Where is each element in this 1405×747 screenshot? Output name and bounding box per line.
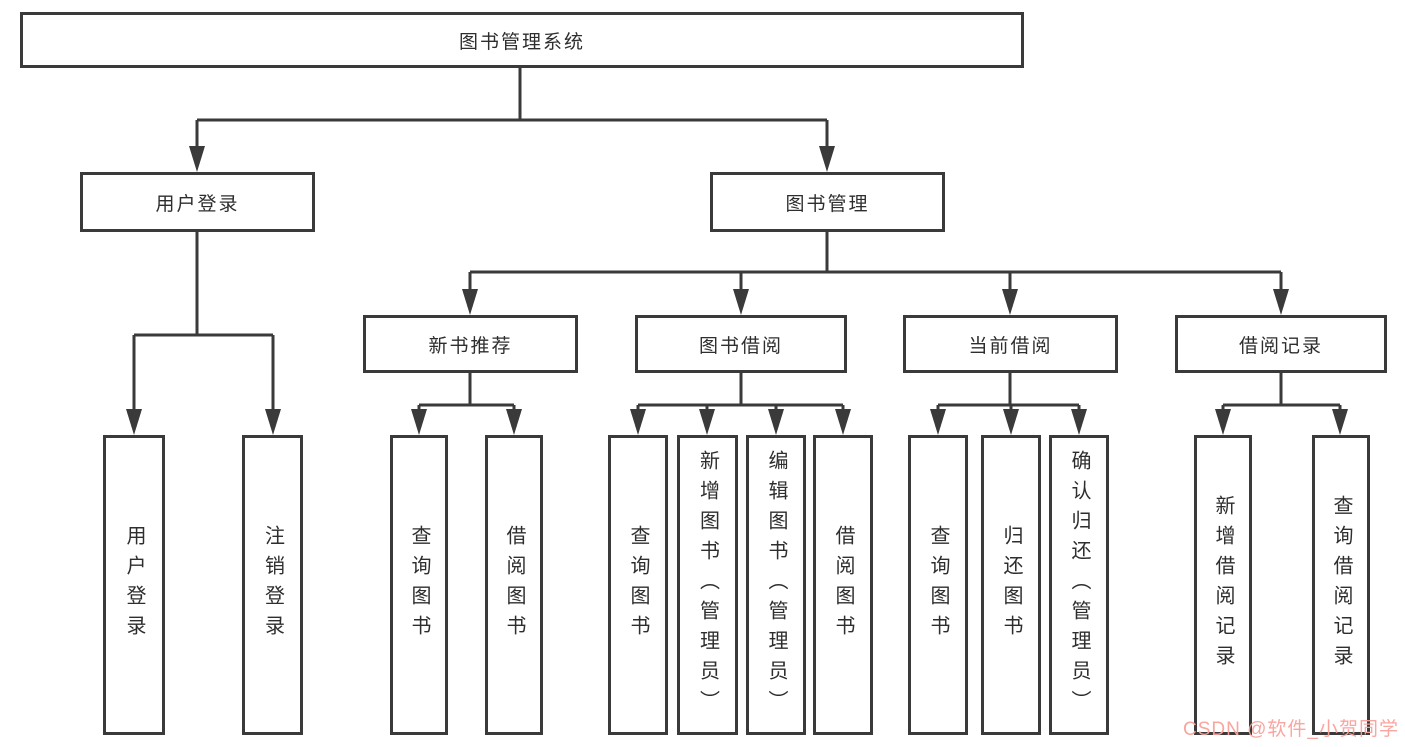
arrow-down-icon [1003, 409, 1019, 435]
arrow-down-icon [1215, 409, 1231, 435]
node-label: 查询借阅记录 [1330, 495, 1352, 675]
node-label: 图书管理系统 [458, 31, 585, 53]
node-label: 注销登录 [261, 525, 284, 645]
leaf-query-books-current: 查询图书 [908, 435, 968, 735]
arrow-down-icon [1002, 289, 1018, 315]
node-label: 用户登录 [155, 193, 240, 215]
leaf-query-books-borrowing: 查询图书 [608, 435, 668, 735]
arrow-down-icon [506, 409, 522, 435]
leaf-user-login: 用户登录 [103, 435, 165, 735]
leaf-borrow-books-borrowing: 借阅图书 [813, 435, 873, 735]
node-label: 新增图书（管理员） [696, 450, 719, 720]
arrow-down-icon [930, 409, 946, 435]
node-borrowing-records: 借阅记录 [1175, 315, 1387, 373]
leaf-return-books: 归还图书 [981, 435, 1041, 735]
node-label: 新书推荐 [428, 335, 513, 357]
leaf-query-borrow-record: 查询借阅记录 [1312, 435, 1370, 735]
leaf-add-books-admin: 新增图书（管理员） [677, 435, 738, 735]
leaf-add-borrow-record: 新增借阅记录 [1194, 435, 1252, 735]
arrow-down-icon [630, 409, 646, 435]
node-new-book-recommend: 新书推荐 [363, 315, 578, 373]
node-label: 图书借阅 [698, 335, 783, 357]
node-label: 当前借阅 [968, 335, 1053, 357]
node-label: 查询图书 [627, 525, 649, 645]
arrow-down-icon [1273, 289, 1289, 315]
watermark: CSDN @软件_小贺同学 [1183, 719, 1399, 740]
node-book-borrowing: 图书借阅 [635, 315, 847, 373]
node-library-system: 图书管理系统 [20, 12, 1024, 68]
leaf-confirm-return-admin: 确认归还（管理员） [1049, 435, 1109, 735]
leaf-borrow-books-recommend: 借阅图书 [485, 435, 543, 735]
node-current-borrowing: 当前借阅 [903, 315, 1118, 373]
node-label: 用户登录 [123, 525, 145, 645]
arrow-down-icon [768, 409, 784, 435]
leaf-logout: 注销登录 [242, 435, 303, 735]
arrow-down-icon [835, 409, 851, 435]
arrow-down-icon [411, 409, 427, 435]
node-label: 确认归还（管理员） [1068, 450, 1090, 720]
node-user-login: 用户登录 [80, 172, 315, 232]
node-book-management: 图书管理 [710, 172, 945, 232]
node-label: 新增借阅记录 [1212, 495, 1234, 675]
arrow-down-icon [699, 409, 715, 435]
node-label: 归还图书 [1000, 525, 1022, 645]
node-label: 借阅记录 [1238, 335, 1323, 357]
node-label: 借阅图书 [503, 525, 525, 645]
arrow-down-icon [189, 146, 205, 172]
arrow-down-icon [819, 146, 835, 172]
node-label: 查询图书 [408, 525, 430, 645]
leaf-edit-books-admin: 编辑图书（管理员） [746, 435, 806, 735]
node-label: 编辑图书（管理员） [765, 450, 787, 720]
arrow-down-icon [126, 409, 142, 435]
arrowhead-icons [126, 146, 1348, 435]
arrow-down-icon [1332, 409, 1348, 435]
node-label: 查询图书 [927, 525, 949, 645]
arrow-down-icon [462, 289, 478, 315]
arrow-down-icon [733, 289, 749, 315]
arrow-down-icon [265, 409, 281, 435]
leaf-query-books-recommend: 查询图书 [390, 435, 448, 735]
arrow-down-icon [1071, 409, 1087, 435]
node-label: 借阅图书 [832, 525, 854, 645]
node-label: 图书管理 [785, 193, 870, 215]
